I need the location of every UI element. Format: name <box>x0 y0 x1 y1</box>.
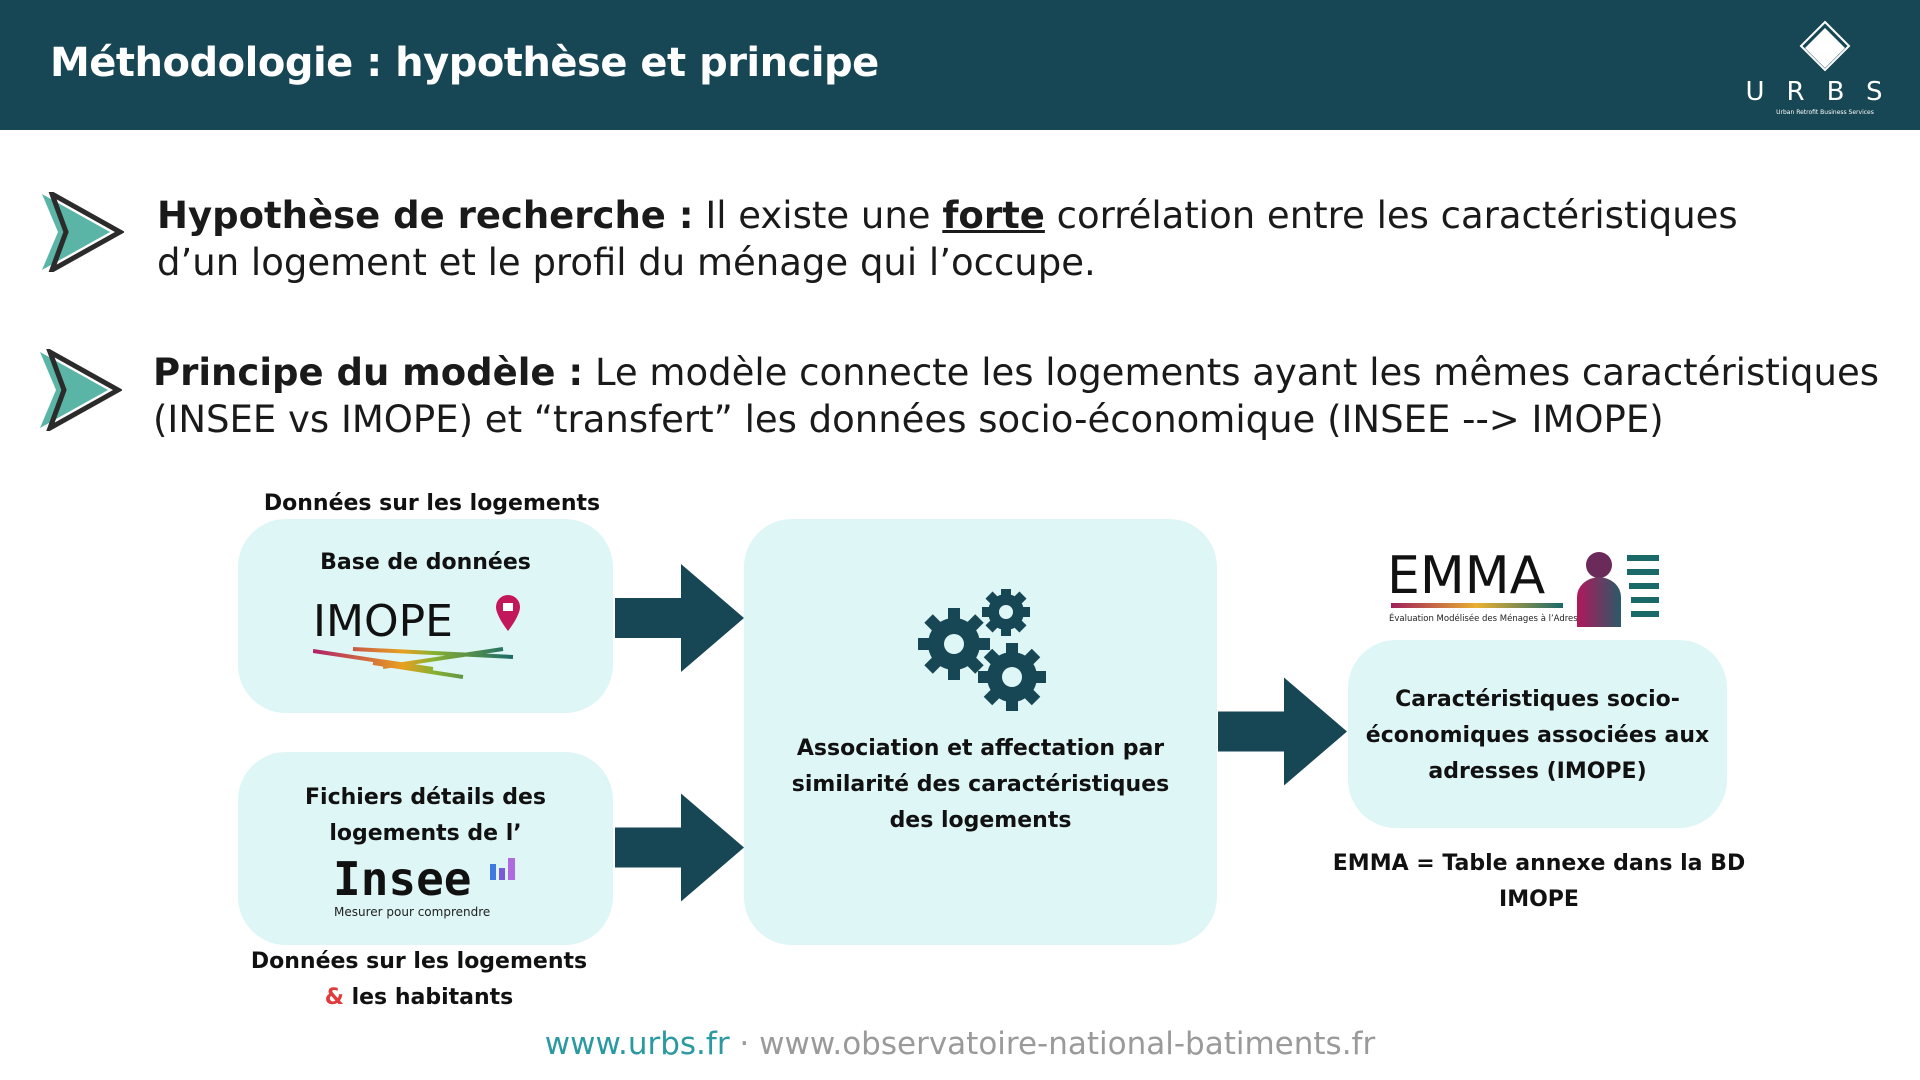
observatoire-link[interactable]: www.observatoire-national-batiments.fr <box>759 1026 1376 1062</box>
result-line1: Caractéristiques socio- <box>1395 687 1680 712</box>
gears-icon <box>918 589 1046 711</box>
arrow-right-icon <box>615 793 744 902</box>
principle-text: Principe du modèle : Le modèle connecte … <box>153 349 1879 443</box>
arrow-bullet-icon <box>42 192 124 272</box>
emma-caption: EMMA = Table annexe dans la BD IMOPE <box>1332 851 1746 912</box>
imope-box: Base de données IMOPE <box>238 519 613 713</box>
center-line2: similarité des caractéristiques <box>791 772 1170 797</box>
insee-tagline: Mesurer pour comprendre <box>334 905 491 919</box>
hypothesis-text: Hypothèse de recherche : Il existe une f… <box>157 192 1738 286</box>
bottom-label-text: les habitants <box>343 985 514 1010</box>
principle-label: Principe du modèle : <box>153 351 584 394</box>
svg-text:Urban Retrofit Business Servic: Urban Retrofit Business Services <box>1776 109 1874 116</box>
association-box: Association et affectation par similarit… <box>744 519 1217 945</box>
insee-box: Fichiers détails des logements de l’ Ins… <box>238 752 613 945</box>
center-line1: Association et affectation par <box>796 736 1165 761</box>
bottom-label-line2: & les habitants <box>219 980 619 1016</box>
page-title: Méthodologie : hypothèse et principe <box>50 40 879 86</box>
insee-bars-icon <box>490 858 515 880</box>
hypothesis-label: Hypothèse de recherche : <box>157 194 694 237</box>
bottom-label-line1: Données sur les logements <box>250 949 588 974</box>
urbs-link[interactable]: www.urbs.fr <box>544 1026 730 1062</box>
result-box: Caractéristiques socio- économiques asso… <box>1348 640 1727 828</box>
header-bar: Méthodologie : hypothèse et principe URB… <box>0 0 1920 130</box>
insee-box-line1: Fichiers détails des <box>305 785 546 810</box>
svg-text:Évaluation Modélisée des Ménag: Évaluation Modélisée des Ménages à l’Adr… <box>1389 612 1587 624</box>
hypothesis-part: corrélation entre les caractéristiques <box>1044 194 1738 237</box>
hypothesis-emphasis: forte <box>942 194 1045 237</box>
hypothesis-line2: d’un logement et le profil du ménage qui… <box>157 241 1096 284</box>
hypothesis-part: Il existe une <box>693 194 943 237</box>
imope-box-title: Base de données <box>320 550 531 575</box>
arrow-right-icon <box>1218 677 1347 786</box>
svg-text:EMMA: EMMA <box>1387 547 1546 606</box>
urbs-logo: URBS Urban Retrofit Business Services <box>1746 20 1905 116</box>
footer: www.urbs.fr · www.observatoire-national-… <box>0 1026 1920 1062</box>
center-line3: des logements <box>889 808 1072 833</box>
svg-text:IMOPE: IMOPE <box>313 596 453 647</box>
footer-separator: · <box>729 1026 760 1062</box>
arrow-bullet-icon <box>40 349 122 431</box>
emma-logo: EMMA Évaluation Modélisée des Ménages à … <box>1387 547 1659 627</box>
ampersand: & <box>324 985 344 1010</box>
arrow-right-icon <box>615 564 744 672</box>
svg-text:URBS: URBS <box>1746 77 1905 107</box>
insee-logo: Insee <box>333 852 472 906</box>
result-line2: économiques associées aux <box>1365 723 1710 748</box>
principle-line2: (INSEE vs IMOPE) et “transfert” les donn… <box>153 398 1664 441</box>
imope-logo: IMOPE <box>313 595 520 679</box>
principle-part: Le modèle connecte les logements ayant l… <box>583 351 1879 394</box>
result-line3: adresses (IMOPE) <box>1428 759 1647 784</box>
insee-box-line2: logements de l’ <box>329 821 522 846</box>
top-label: Données sur les logements <box>263 491 601 516</box>
